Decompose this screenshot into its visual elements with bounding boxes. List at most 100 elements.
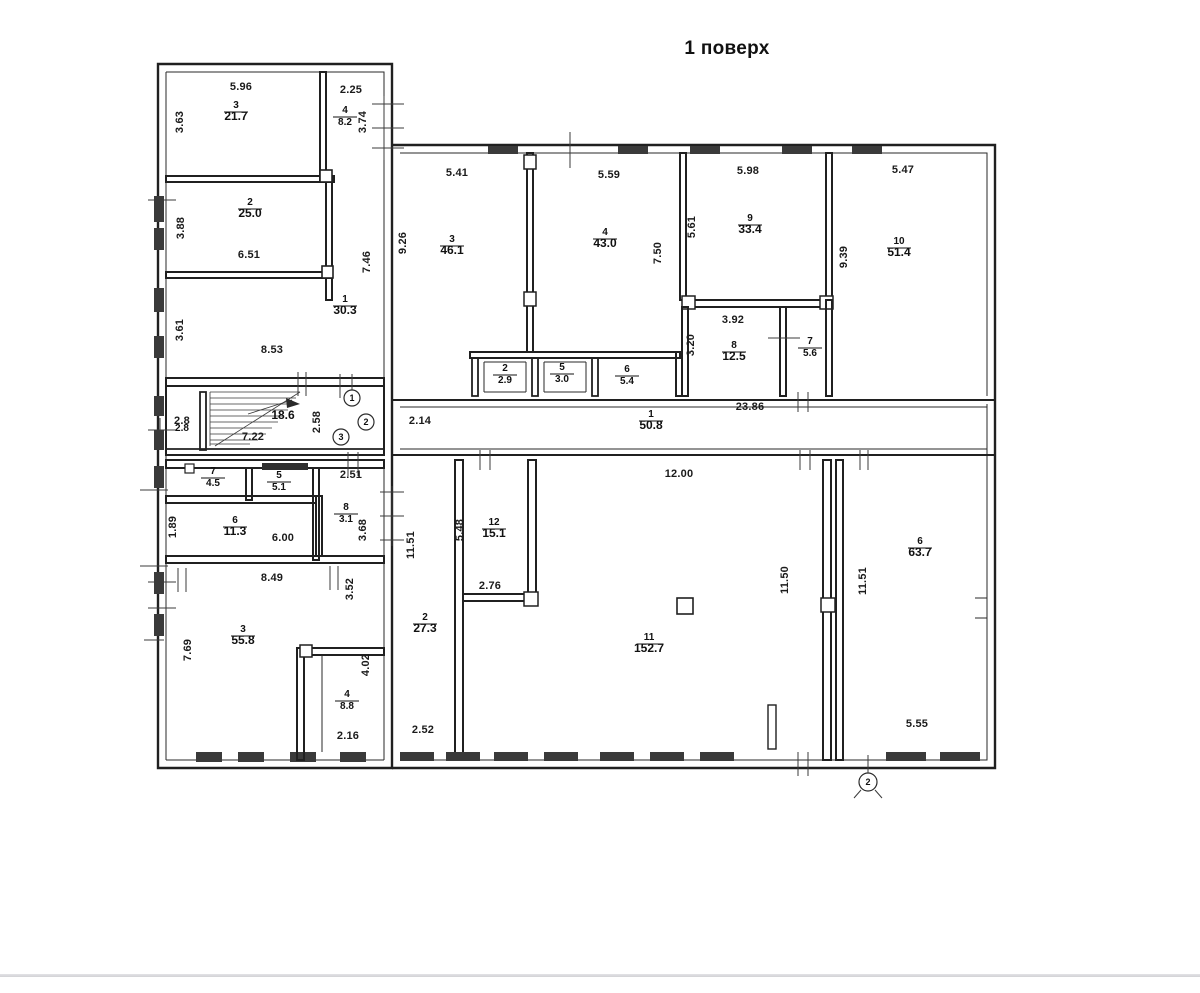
dimension-label: 11.51: [857, 567, 869, 595]
dimension-label: 3.68: [357, 519, 369, 541]
room-number: 8: [731, 340, 737, 351]
room-number: 3: [240, 624, 246, 635]
room-area: 4.5: [206, 478, 220, 489]
room-label: 443.0: [593, 227, 617, 250]
room-area: 3.0: [555, 374, 569, 385]
dimension-label: 3.52: [344, 578, 356, 600]
room-number: 12: [488, 517, 500, 528]
dimension-label: 2.14: [409, 415, 432, 427]
dimension-label: 23.86: [736, 401, 765, 413]
top-left-partitions: [165, 71, 385, 387]
dimension-label: 3.20: [685, 334, 697, 356]
dimension-label: 9.39: [838, 246, 850, 268]
grid-marker-label: 2: [865, 777, 870, 787]
dimension-label: 3.63: [174, 111, 186, 133]
room-area: 2.9: [498, 375, 512, 386]
wall-openings-bottom: [400, 146, 980, 761]
grid-marker: 1: [343, 389, 361, 407]
dimension-ticks: [140, 96, 869, 776]
dimension-label: 5.98: [737, 165, 759, 177]
room-number: 3: [233, 100, 239, 111]
room-label: 75.6: [798, 336, 822, 359]
room-label: 933.4: [738, 213, 762, 236]
room-label: 83.1: [334, 502, 358, 525]
room-number: 1: [342, 294, 348, 305]
room-label: 225.0: [238, 197, 262, 220]
room-label: 48.8: [335, 689, 359, 712]
dimension-label: 7.50: [652, 242, 664, 264]
room-area: 46.1: [440, 243, 464, 257]
room-area: 63.7: [908, 545, 932, 559]
room-area: 5.6: [803, 348, 817, 359]
dimension-label: 11.50: [779, 566, 791, 594]
dimension-label: 3.74: [357, 110, 369, 133]
room-area: 25.0: [238, 206, 262, 220]
room-number: 3: [449, 234, 455, 245]
wall-openings-top-left: [154, 196, 366, 762]
stair-room: [165, 385, 385, 456]
dimension-label: 5.55: [906, 718, 928, 730]
lower-left-partitions: [165, 459, 385, 761]
dimension-label: 9.26: [397, 232, 409, 254]
grid-marker-label: 1: [349, 393, 354, 403]
room-label: 130.3: [333, 294, 357, 317]
room-number: 2: [247, 197, 253, 208]
room-label: 611.3: [223, 515, 247, 538]
top-right-partitions: [679, 152, 834, 397]
dimension-label: 8.53: [261, 344, 283, 356]
dimension-label: 6.51: [238, 249, 260, 261]
dimension-label: 7.22: [242, 431, 264, 443]
dimension-label: 5.96: [230, 81, 252, 93]
grid-marker-label: 2: [363, 417, 368, 427]
dimension-label: 5.61: [686, 216, 698, 238]
room-area: 51.4: [887, 245, 911, 259]
room-label: 2.8: [175, 423, 189, 434]
room-area: 3.1: [339, 514, 353, 525]
building-outline: [156, 62, 997, 770]
room-area: 55.8: [231, 633, 255, 647]
room-number: 8: [343, 502, 349, 513]
room-area: 21.7: [224, 109, 248, 123]
room-area: 12.5: [722, 349, 746, 363]
room-label: 74.5: [201, 466, 225, 489]
room-number: 1: [648, 409, 654, 420]
room-number: 7: [210, 466, 216, 477]
room-label: 812.5: [722, 340, 746, 363]
dimension-label: 12.00: [665, 468, 694, 480]
dimension-label: 2.51: [340, 469, 362, 481]
dimension-label: 2.76: [479, 580, 501, 592]
room-area: 8.8: [340, 701, 354, 712]
page-title-text: 1 поверх: [684, 38, 770, 59]
room-number: 9: [747, 213, 753, 224]
room-area: 33.4: [738, 222, 762, 236]
grid-marker: 2: [357, 413, 375, 431]
room-number: 6: [917, 536, 923, 547]
dimension-label: 2.8: [174, 415, 190, 427]
room-label: 355.8: [231, 624, 255, 647]
room-area: 27.3: [413, 621, 437, 635]
room-number: 2: [502, 363, 508, 374]
room-label: 48.2: [333, 105, 357, 128]
room-area: 152.7: [634, 641, 664, 655]
room-area: 8.2: [338, 117, 352, 128]
room-area: 43.0: [593, 236, 617, 250]
room-label: 227.3: [413, 612, 437, 635]
grid-marker: 3: [332, 428, 350, 446]
room-label: 53.0: [550, 362, 574, 385]
room-number: 5: [559, 362, 565, 373]
dimension-label: 3.88: [175, 217, 187, 239]
dimension-label: 2.52: [412, 724, 434, 736]
dimension-label: 7.46: [361, 251, 373, 273]
room-label: 18.6: [271, 408, 295, 422]
grid-marker-label: 3: [338, 432, 343, 442]
dimension-label: 2.16: [337, 730, 359, 742]
dimension-label: 5.48: [454, 519, 466, 541]
room-area: 11.3: [224, 524, 247, 538]
